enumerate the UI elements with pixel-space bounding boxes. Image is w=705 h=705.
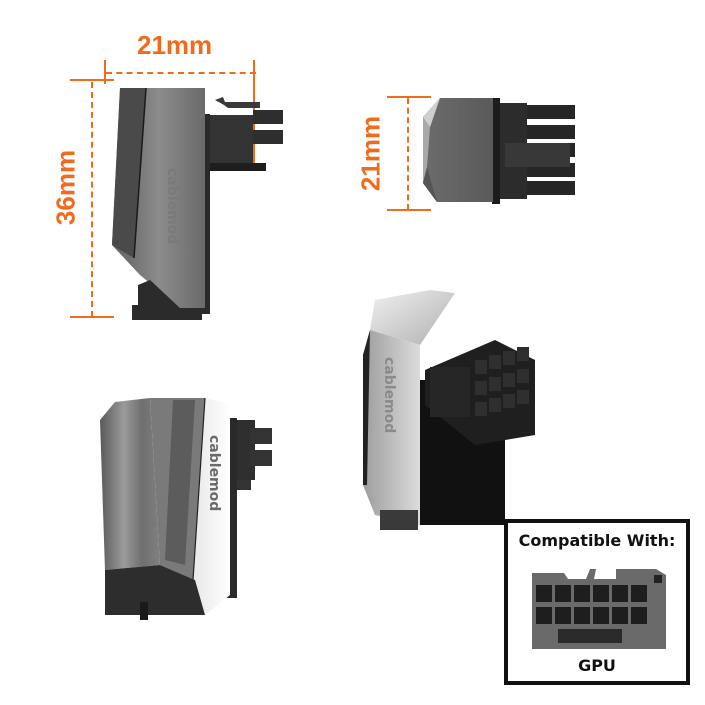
side-height-tick-top	[387, 96, 431, 98]
rear-view-connector	[423, 98, 575, 204]
height-dimension-line	[91, 82, 93, 317]
side-view-brand-text: cablemod	[164, 168, 180, 244]
compatible-device-label: GPU	[578, 656, 616, 675]
height-dimension-label: 36mm	[50, 149, 81, 226]
side-height-tick-bottom	[387, 209, 431, 211]
width-dimension-line	[106, 72, 256, 74]
side-view-connector: cablemod	[112, 87, 283, 320]
height-dimension-tick-top	[70, 79, 114, 81]
side-height-dimension-label: 21mm	[355, 115, 386, 192]
side-height-dimension-line	[407, 98, 409, 210]
front-view-brand-text: cablemod	[206, 435, 222, 511]
width-dimension-label: 21mm	[137, 30, 213, 60]
back-angle-view-connector: cablemod	[363, 290, 535, 530]
width-dimension-tick-left	[104, 60, 106, 84]
compatibility-title: Compatible With:	[518, 531, 676, 550]
gpu-socket-icon	[532, 569, 666, 649]
height-dimension-tick-bottom	[70, 316, 114, 318]
back-view-brand-text: cablemod	[381, 357, 397, 433]
compatibility-box: Compatible With: GPU	[504, 519, 690, 685]
front-angle-view-connector: cablemod	[100, 397, 272, 620]
